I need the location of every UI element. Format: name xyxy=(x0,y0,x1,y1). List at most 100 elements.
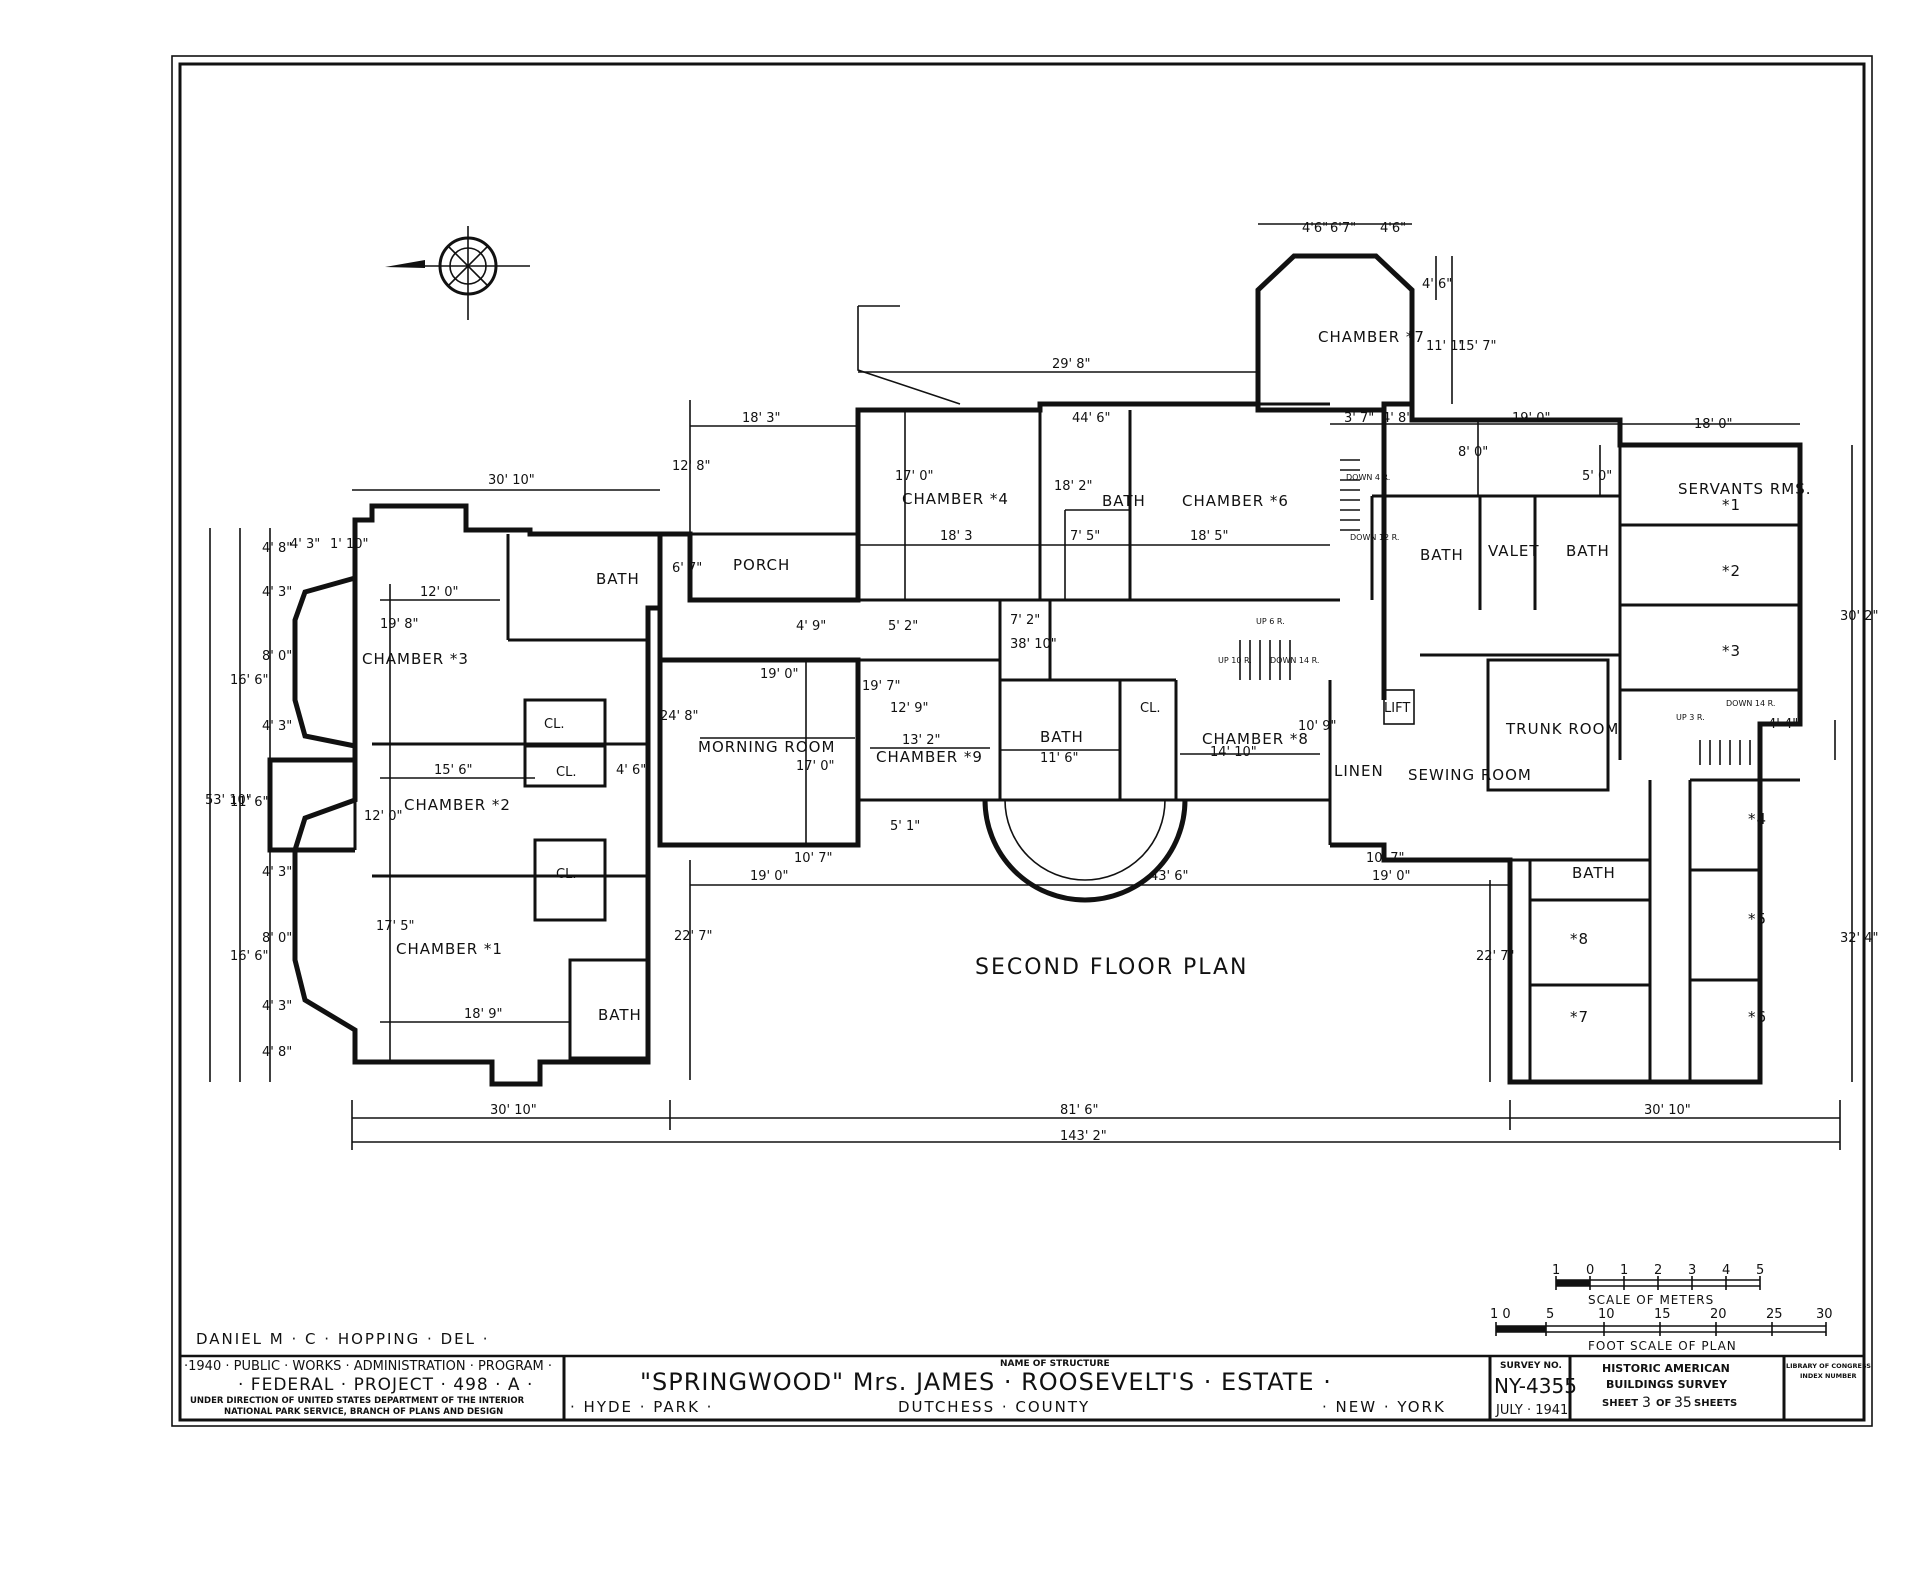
scale-tick-label: 2 xyxy=(1654,1263,1662,1278)
dim-label: 30' 10" xyxy=(488,473,535,488)
dim-label: 12' 8" xyxy=(672,459,711,474)
dim-label: 19' 0" xyxy=(1512,411,1551,426)
location-state: · NEW · YORK xyxy=(1322,1398,1446,1416)
dim-label: 6' 7" xyxy=(672,561,702,576)
room-label-closet: CL. xyxy=(1140,701,1160,716)
dim-label: 1' 10" xyxy=(330,537,369,552)
scale-tick-label: 0 xyxy=(1586,1263,1594,1278)
of-word: OF xyxy=(1656,1398,1671,1409)
dim-label: 18' 2" xyxy=(1054,479,1093,494)
dim-label: 19' 0" xyxy=(760,667,799,682)
dim-label: 11' 6" xyxy=(1040,751,1079,766)
dim-label: 18' 3" xyxy=(742,411,781,426)
dim-label: 4' 3" xyxy=(262,999,292,1014)
dim-label: 6'7" xyxy=(1330,221,1356,236)
dim-label: 17' 5" xyxy=(376,919,415,934)
room-label-valet: VALET xyxy=(1488,542,1540,560)
habs-line-1: HISTORIC AMERICAN xyxy=(1602,1362,1730,1375)
dim-label: 19' 0" xyxy=(1372,869,1411,884)
dim-label: 10' 9" xyxy=(1298,719,1337,734)
dim-label: 4' 6" xyxy=(1422,277,1452,292)
dim-label: 12' 0" xyxy=(364,809,403,824)
dimension-lines xyxy=(209,223,1853,1150)
room-label-bath: BATH xyxy=(596,570,640,588)
stair-note: DOWN 4 R. xyxy=(1346,473,1390,482)
dimension-labels: 4'6" 6'7" 4'6" 29' 8" 18' 3" 44' 6" 3' 7… xyxy=(205,221,1879,1144)
scale-meters-label: SCALE OF METERS xyxy=(1588,1293,1714,1307)
stair-note: UP 3 R. xyxy=(1676,713,1705,722)
scale-of-meters: 1 0 1 2 3 4 5 SCALE OF METERS xyxy=(1552,1263,1764,1307)
room-label-servants-rooms: SERVANTS RMS. xyxy=(1678,480,1812,498)
scale-tick-label: 1 xyxy=(1620,1263,1628,1278)
stair-note: DOWN 14 R. xyxy=(1726,699,1775,708)
dim-label: 4' 3" xyxy=(290,537,320,552)
room-label-bath: BATH xyxy=(598,1006,642,1024)
dim-label: 4' 8" xyxy=(262,541,292,556)
room-label-bath: BATH xyxy=(1102,492,1146,510)
dim-label: 30' 10" xyxy=(1644,1103,1691,1118)
stair-note: UP 10 R. xyxy=(1218,656,1252,665)
room-label-chamber-6: CHAMBER *6 xyxy=(1182,492,1289,510)
sheets-word: SHEETS xyxy=(1694,1398,1737,1409)
servant-room-1: *1 xyxy=(1722,496,1741,514)
scale-tick-label: 25 xyxy=(1766,1307,1783,1322)
room-label-bath: BATH xyxy=(1420,546,1464,564)
room-label-chamber-9: CHAMBER *9 xyxy=(876,748,983,766)
scale-tick-label: 10 xyxy=(1598,1307,1615,1322)
dim-label: 16' 6" xyxy=(230,949,269,964)
room-label-chamber-4: CHAMBER *4 xyxy=(902,490,1009,508)
room-label-closet: CL. xyxy=(556,867,576,882)
scale-tick-label: 5 xyxy=(1546,1307,1554,1322)
dim-label: 17' 0" xyxy=(895,469,934,484)
scale-tick-label: 15 xyxy=(1654,1307,1671,1322)
dim-label: 38' 10" xyxy=(1010,637,1057,652)
dim-label: 32' 4" xyxy=(1840,931,1879,946)
dim-label: 18' 5" xyxy=(1190,529,1229,544)
dim-label: 18' 0" xyxy=(1694,417,1733,432)
outer-border xyxy=(171,55,1873,1427)
dim-label: 16' 6" xyxy=(230,673,269,688)
dim-label: 8' 0" xyxy=(1458,445,1488,460)
scale-tick-label: 1 xyxy=(1552,1263,1560,1278)
dim-label: 5' 0" xyxy=(1582,469,1612,484)
room-label-chamber-7: CHAMBER *7 xyxy=(1318,328,1425,346)
program-line-1: ·1940 · PUBLIC · WORKS · ADMINISTRATION … xyxy=(184,1359,552,1374)
room-label-closet: CL. xyxy=(556,765,576,780)
dim-label: 4' 6" xyxy=(616,763,646,778)
servant-room-3: *3 xyxy=(1722,642,1741,660)
scale-tick-label: 5 xyxy=(1756,1263,1764,1278)
dim-label: 19' 8" xyxy=(380,617,419,632)
room-label-lift: LIFT xyxy=(1384,701,1410,716)
dim-label: 18' 9" xyxy=(464,1007,503,1022)
room-label-linen: LINEN xyxy=(1334,762,1384,780)
survey-number: NY-4355 xyxy=(1494,1374,1577,1398)
dim-label: 44' 6" xyxy=(1072,411,1111,426)
scale-tick-label: 4 xyxy=(1722,1263,1730,1278)
scale-tick-label: 20 xyxy=(1710,1307,1727,1322)
room-label-chamber-2: CHAMBER *2 xyxy=(404,796,511,814)
dim-label: 22' 7" xyxy=(674,929,713,944)
room-label-trunk-room: TRUNK ROOM xyxy=(1505,720,1619,738)
library-of-congress-line: LIBRARY OF CONGRESS xyxy=(1786,1362,1871,1370)
scale-tick-label: 1 0 xyxy=(1490,1307,1511,1322)
dim-label: 4' 4" xyxy=(1768,717,1798,732)
program-line-4: NATIONAL PARK SERVICE, BRANCH OF PLANS A… xyxy=(224,1407,503,1417)
drawing-title: SECOND FLOOR PLAN xyxy=(975,955,1249,980)
inner-border xyxy=(178,62,1866,1422)
servant-room-8: *8 xyxy=(1570,930,1589,948)
room-label-bath: BATH xyxy=(1040,728,1084,746)
servant-room-5: *5 xyxy=(1748,910,1767,928)
structure-name: "SPRINGWOOD" Mrs. JAMES · ROOSEVELT'S · … xyxy=(640,1368,1332,1396)
dim-label: 15' 7" xyxy=(1458,339,1497,354)
scale-tick-label: 30 xyxy=(1816,1307,1833,1322)
servant-room-6: *6 xyxy=(1748,1008,1767,1026)
dim-label: 12' 9" xyxy=(890,701,929,716)
sheet-word: SHEET xyxy=(1602,1398,1638,1409)
room-label-chamber-8: CHAMBER *8 xyxy=(1202,730,1309,748)
dim-label: 4'6" xyxy=(1380,221,1406,236)
room-label-bath: BATH xyxy=(1566,542,1610,560)
dim-label: 4' 8" xyxy=(1382,411,1412,426)
compass-rose-icon xyxy=(385,226,530,320)
dim-label: 143' 2" xyxy=(1060,1129,1107,1144)
